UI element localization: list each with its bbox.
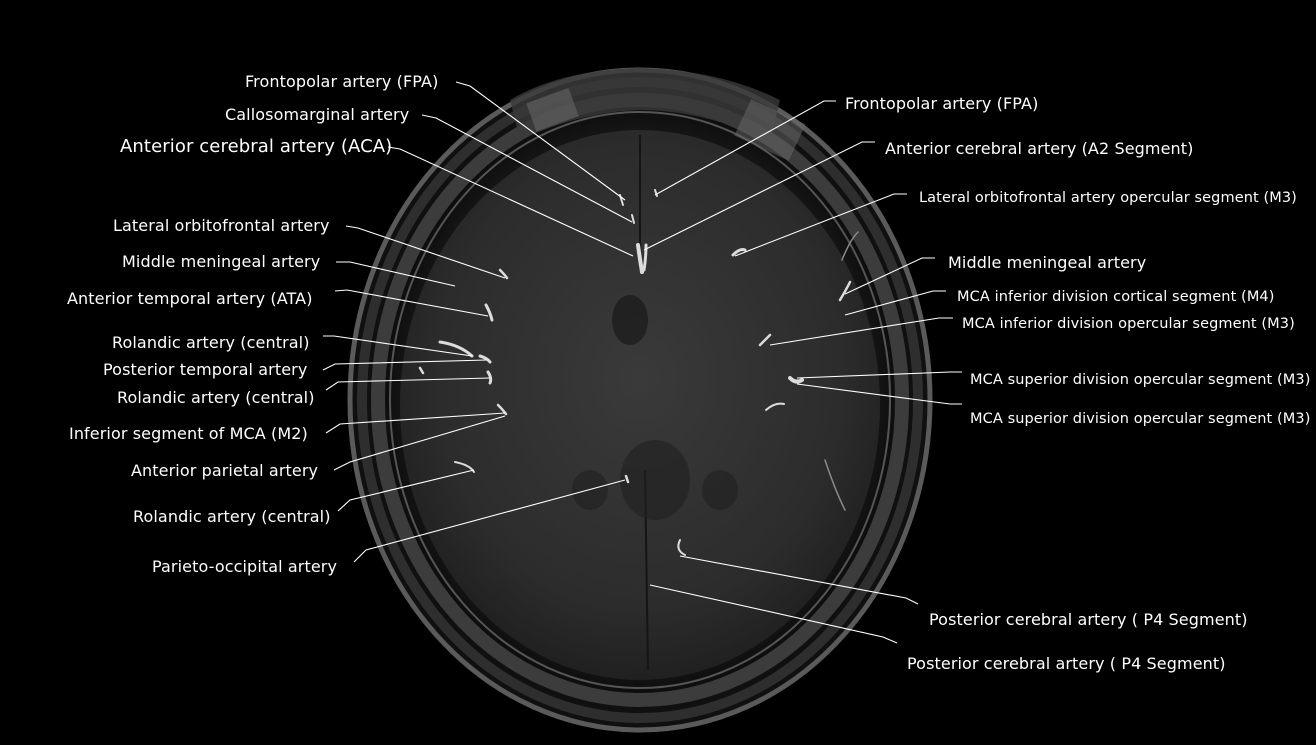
label-rolandic-artery-2: Rolandic artery (central) <box>117 388 315 407</box>
label-rolandic-artery-3: Rolandic artery (central) <box>133 507 331 526</box>
leader-lines <box>322 81 962 644</box>
label-frontopolar-artery-left: Frontopolar artery (FPA) <box>245 72 439 91</box>
label-mca-superior-opercular-1: MCA superior division opercular segment … <box>970 372 1311 388</box>
label-anterior-cerebral-artery-a2: Anterior cerebral artery (A2 Segment) <box>885 139 1194 158</box>
brain <box>400 130 880 680</box>
vessels <box>418 189 859 556</box>
label-inferior-segment-mca: Inferior segment of MCA (M2) <box>69 424 308 443</box>
label-callosomarginal-artery: Callosomarginal artery <box>225 105 410 124</box>
label-middle-meningeal-artery-right: Middle meningeal artery <box>948 253 1147 272</box>
label-rolandic-artery-1: Rolandic artery (central) <box>112 333 310 352</box>
label-lateral-orbitofrontal-artery: Lateral orbitofrontal artery <box>113 216 330 235</box>
label-middle-meningeal-artery-left: Middle meningeal artery <box>122 252 321 271</box>
label-posterior-cerebral-artery-2: Posterior cerebral artery ( P4 Segment) <box>907 654 1226 673</box>
label-anterior-temporal-artery: Anterior temporal artery (ATA) <box>67 289 313 308</box>
label-posterior-cerebral-artery-1: Posterior cerebral artery ( P4 Segment) <box>929 610 1248 629</box>
label-anterior-parietal-artery: Anterior parietal artery <box>131 461 319 480</box>
label-mca-superior-opercular-2: MCA superior division opercular segment … <box>970 411 1311 427</box>
label-lateral-orbitofrontal-opercular: Lateral orbitofrontal artery opercular s… <box>919 190 1297 206</box>
label-anterior-cerebral-artery: Anterior cerebral artery (ACA) <box>120 136 393 157</box>
label-posterior-temporal-artery: Posterior temporal artery <box>103 360 308 379</box>
label-mca-inferior-opercular: MCA inferior division opercular segment … <box>962 316 1295 332</box>
label-frontopolar-artery-right: Frontopolar artery (FPA) <box>845 94 1039 113</box>
label-mca-inferior-cortical: MCA inferior division cortical segment (… <box>957 289 1275 305</box>
label-parieto-occipital-artery: Parieto-occipital artery <box>152 557 338 576</box>
